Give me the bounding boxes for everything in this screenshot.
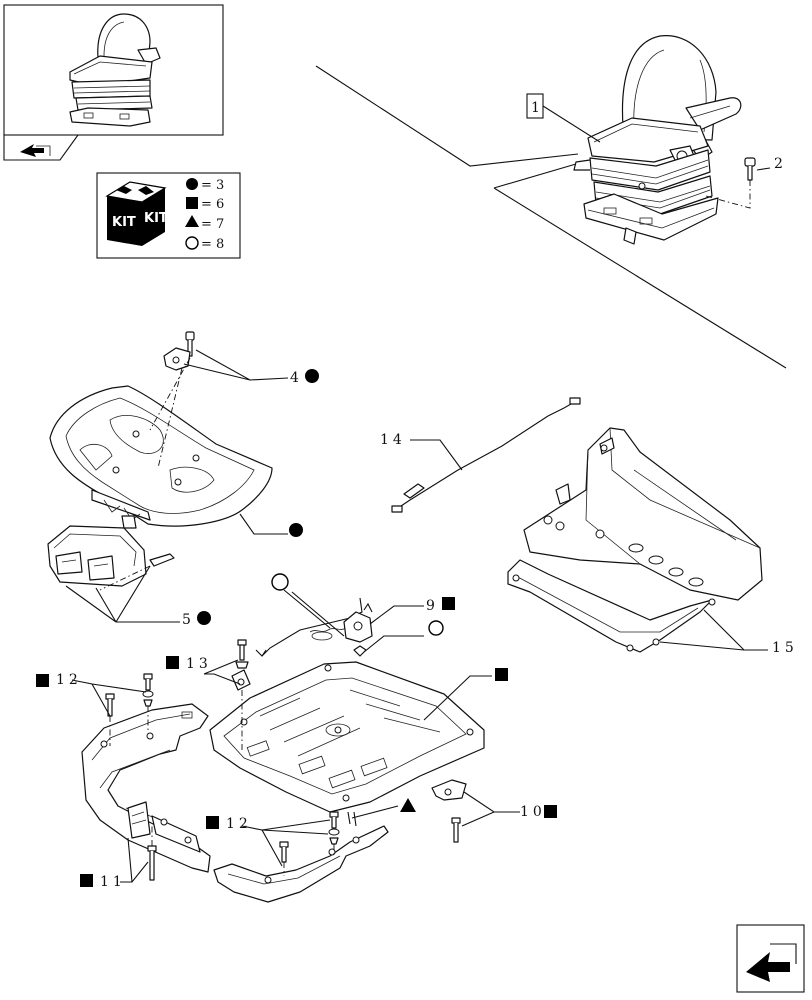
latch-9[interactable]: 9 [343,597,455,643]
fasteners-12-right[interactable]: 12 [206,811,340,876]
fastener-13[interactable]: 13 [166,639,251,750]
filled-square-icon [36,674,49,687]
slide-plate[interactable] [209,661,508,827]
legend-row-square-filled: = 6 [186,197,224,212]
filled-square-icon [442,597,455,610]
section-lines [315,65,787,369]
open-circle-icon [185,236,199,250]
filled-circle-icon [289,523,303,537]
lever-spring[interactable] [255,573,363,657]
bracket-4[interactable]: 4 [149,331,319,469]
callout-pan[interactable] [239,513,303,537]
legend-text-square: = 6 [201,197,224,212]
bolt-11[interactable]: 11 [80,824,157,890]
part-10[interactable]: 10 [431,779,557,843]
kit-label-right: KIT [144,211,168,226]
kit-label-left: KIT [112,215,136,230]
callout-12-left-label: 12 [56,672,82,688]
callout-4-label: 4 [290,370,303,386]
fasteners-12-left[interactable]: 12 [36,672,154,746]
kit-box-icon: KIT KIT [105,181,168,246]
callout-10-label: 10 [520,804,546,820]
filled-square-icon [186,197,198,209]
filled-square-icon [206,816,219,829]
filled-triangle-icon [185,215,199,227]
filled-circle-icon [186,178,198,190]
washer-open[interactable] [353,620,444,657]
callout-1[interactable]: 1 [526,93,601,143]
callout-14-label: 14 [380,432,406,448]
legend-text-circle: = 3 [201,178,224,193]
legend-row-circle-open: = 8 [185,236,224,252]
callout-2-label: 2 [774,156,787,172]
filled-square-icon [544,805,557,818]
callout-12-right-label: 12 [226,816,252,832]
legend-text-open-circle: = 8 [201,237,224,252]
callout-11-label: 11 [100,874,126,890]
filled-square-icon [166,656,179,669]
cable-14[interactable]: 14 [380,397,581,513]
callout-1-label: 1 [531,100,544,116]
filled-square-icon [80,874,93,887]
thumbnail-frame[interactable] [3,4,224,161]
legend-row-circle-filled: = 3 [186,178,224,193]
filled-circle-icon [305,369,319,383]
filled-circle-icon [197,611,211,625]
rail-right[interactable] [213,825,389,903]
callout-13-label: 13 [186,656,212,672]
rail-left[interactable] [81,703,211,873]
callout-15-label: 15 [772,640,798,656]
callout-5-label: 5 [182,612,195,628]
legend-row-triangle-filled: = 7 [185,215,224,232]
filled-triangle-icon [400,798,416,812]
corner-nav-arrow-icon[interactable] [736,924,805,993]
pedestal-15[interactable]: 15 [507,427,798,656]
bolt-2[interactable]: 2 [705,156,787,209]
thumbnail-seat-icon [69,13,161,127]
part-5[interactable]: 5 [47,525,211,628]
callout-9-label: 9 [426,598,439,614]
seat-assembly[interactable] [573,35,742,245]
kit-legend: KIT KIT = 3 = 6 = 7 = 8 [96,172,241,259]
legend-text-triangle: = 7 [201,217,224,232]
thumbnail-arrow-icon[interactable] [20,144,51,157]
filled-square-icon [495,668,508,681]
open-circle-icon [428,620,444,636]
open-circle-icon [271,573,289,591]
